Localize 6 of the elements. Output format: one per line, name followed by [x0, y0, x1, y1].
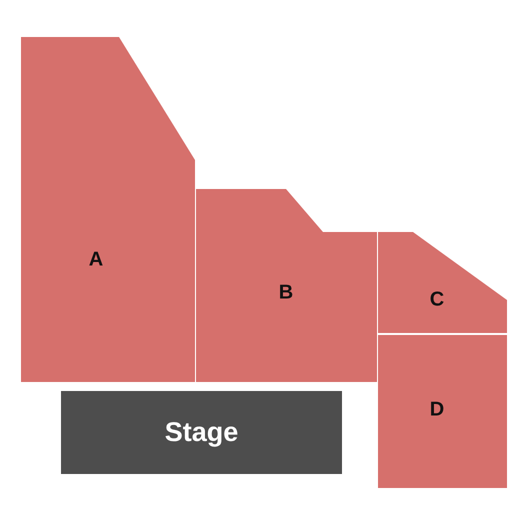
stage — [61, 391, 342, 474]
section-label: C — [430, 288, 444, 312]
section-label: B — [278, 282, 294, 304]
section-label: A — [88, 248, 104, 272]
section-label: D — [430, 398, 444, 422]
stage-label: Stage — [164, 417, 238, 448]
